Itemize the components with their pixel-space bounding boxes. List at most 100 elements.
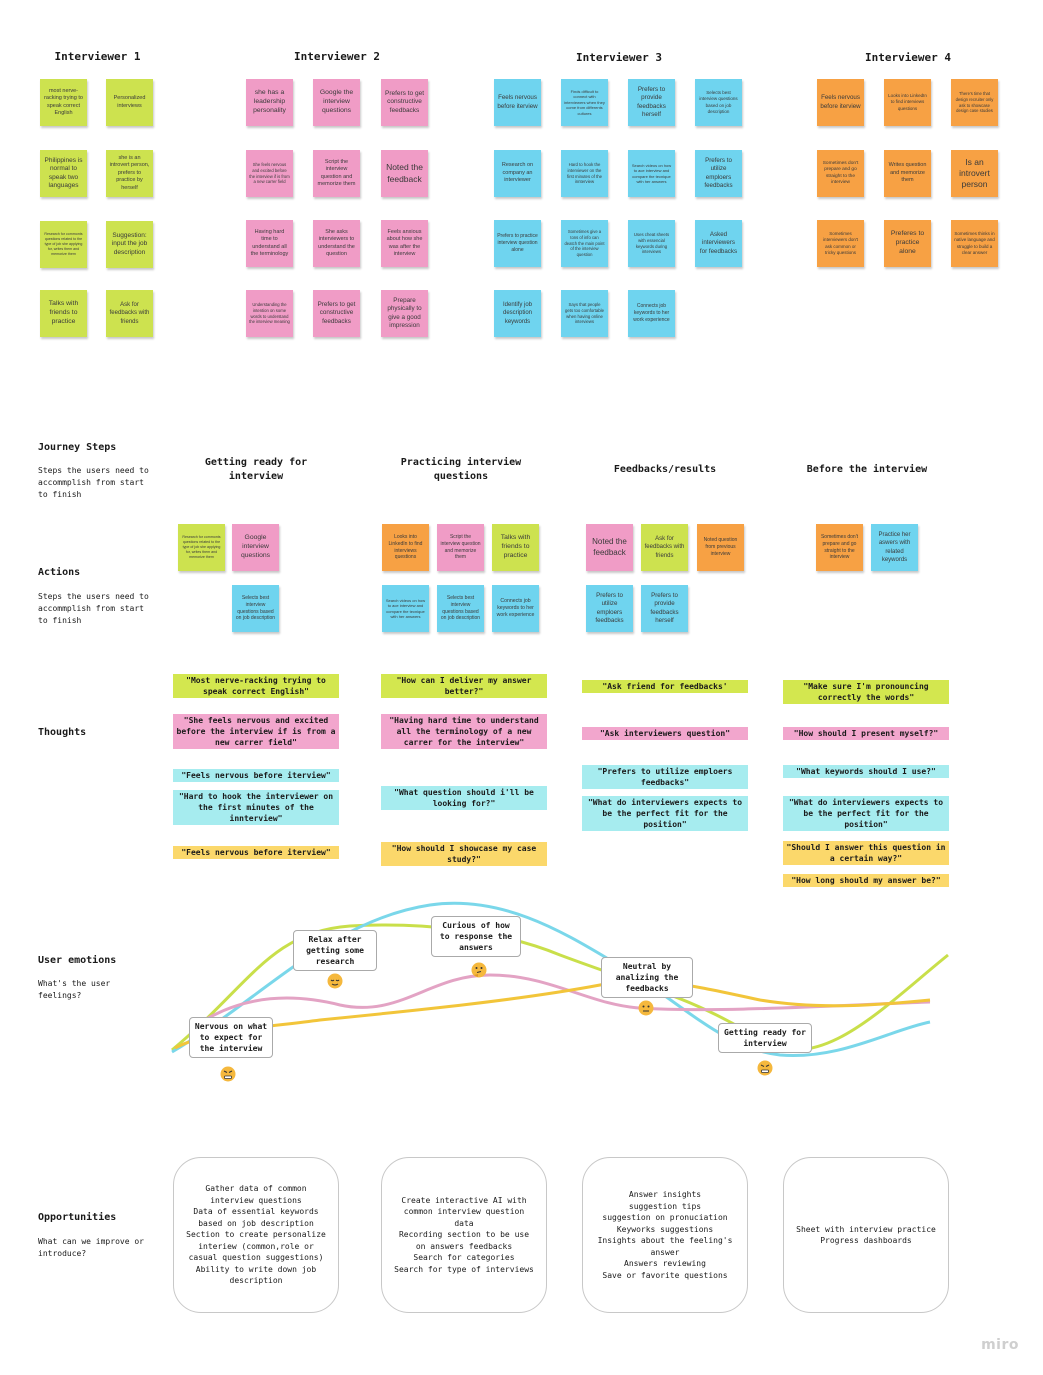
relieved-face-icon [327, 973, 343, 989]
emotion-curve-cyan [171, 901, 931, 1058]
action-sticky[interactable]: Research for commonts questions related … [178, 524, 225, 571]
sticky-note[interactable]: Research on company an interviewer [494, 150, 541, 197]
action-sticky[interactable]: Prefers to provide feedbacks herself [641, 585, 688, 632]
sticky-note[interactable]: she has a leadership personality [246, 79, 293, 126]
sticky-note[interactable]: Prefers to utilize emploers feedbacks [695, 150, 742, 197]
sticky-note[interactable]: She feels nervous and excited before the… [246, 150, 293, 197]
sticky-note[interactable]: Is an introvert person [951, 150, 998, 197]
action-sticky[interactable]: Talks with friends to practice [492, 524, 539, 571]
sticky-note[interactable]: Finds difficult to connect with intervie… [561, 79, 608, 126]
thinking-face-icon [471, 962, 487, 978]
sticky-note[interactable]: Research for commonts questions related … [40, 221, 87, 268]
journey-column-title: Practicing interview questions [400, 457, 522, 482]
sticky-note[interactable]: Personalized interviews [106, 79, 153, 126]
sticky-note[interactable]: Sometimes give a tons of info can deatch… [561, 220, 608, 267]
thought-card[interactable]: "Should I answer this question in a cert… [783, 841, 949, 865]
sticky-note[interactable]: Asked interviewers for feedbacks [695, 220, 742, 267]
sticky-note[interactable]: Sometimes interviewers don't ask common … [817, 220, 864, 267]
thought-card[interactable]: "Ask friend for feedbacks' [582, 680, 748, 693]
opportunities-title: Opportunities [38, 1212, 117, 1223]
sticky-note[interactable]: Selects best interview questions based o… [695, 79, 742, 126]
action-sticky[interactable]: Ask for feedbacks with friends [641, 524, 688, 571]
opportunity-card[interactable]: Create interactive AI with common interv… [381, 1157, 547, 1313]
sticky-note[interactable]: Prefers to get constructive feedbacks [313, 290, 360, 337]
sticky-note[interactable]: Prefers to provide feedbacks herself [628, 79, 675, 126]
sticky-note[interactable]: Identify job description keywords [494, 290, 541, 337]
action-sticky[interactable]: Prefers to utilize emploers feedbacks [586, 585, 633, 632]
thought-card[interactable]: "What do interviewers expects to be the … [783, 796, 949, 831]
sticky-note[interactable]: Talks with friends to practice [40, 290, 87, 337]
sticky-note[interactable]: Feels nervous before iterview [817, 79, 864, 126]
action-sticky[interactable]: Sometimes don't prepare and go straight … [816, 524, 863, 571]
sticky-note[interactable]: There's time that design recruiter only … [951, 79, 998, 126]
thoughts-title: Thoughts [38, 727, 87, 738]
sticky-note[interactable]: Google the interview questions [313, 79, 360, 126]
action-sticky[interactable]: Google interview questions [232, 524, 279, 571]
sticky-note[interactable]: Having hard time to understand all the t… [246, 220, 293, 267]
sticky-note[interactable]: Feels nervous before iterview [494, 79, 541, 126]
thought-card[interactable]: "How can I deliver my answer better?" [381, 674, 547, 698]
thought-card[interactable]: "Make sure I'm pronouncing correctly the… [783, 680, 949, 704]
sticky-note[interactable]: most nerve-racking trying to speak corre… [40, 79, 87, 126]
thought-card[interactable]: "How should I present myself?" [783, 727, 949, 740]
thought-card[interactable]: "How long should my answer be?" [783, 874, 949, 887]
sticky-note[interactable]: Looks into LinkedIn to find interviews q… [884, 79, 931, 126]
emotion-callout[interactable]: Nervous on what to expect for the interv… [189, 1017, 273, 1058]
action-sticky[interactable]: Script the interview question and memori… [437, 524, 484, 571]
sticky-note[interactable]: she is an introvert person, prefers to p… [106, 150, 153, 197]
sticky-note[interactable]: Suggestion: input the job description [106, 221, 153, 268]
sticky-note[interactable]: She asks interviewers to understand the … [313, 220, 360, 267]
thought-card[interactable]: "What do interviewers expects to be the … [582, 796, 748, 831]
thought-card[interactable]: "Hard to hook the interviewer on the fir… [173, 790, 339, 825]
sticky-note[interactable]: Prefers to practice interview question a… [494, 220, 541, 267]
opportunity-card[interactable]: Answer insights suggestion tips suggesti… [582, 1157, 748, 1313]
emotion-curve-green [171, 923, 949, 1052]
sticky-note[interactable]: Prepare physically to give a good impres… [381, 290, 428, 337]
sticky-note[interactable]: Search videos on how to ace interview an… [628, 150, 675, 197]
thought-card[interactable]: "Having hard time to understand all the … [381, 714, 547, 749]
emotion-callout[interactable]: Getting ready for interview [718, 1023, 812, 1053]
opportunity-card[interactable]: Gather data of common interview question… [173, 1157, 339, 1313]
action-sticky[interactable]: Practice her aswers with related keyword… [871, 524, 918, 571]
sticky-note[interactable]: Philippines is normal to speak two langu… [40, 150, 87, 197]
sticky-note[interactable]: Uses cheat sheets with essencial keyword… [628, 220, 675, 267]
opportunity-card[interactable]: Sheet with interview practice Progress d… [783, 1157, 949, 1313]
sticky-note[interactable]: Feels anxious about how she was after th… [381, 220, 428, 267]
thought-card[interactable]: "Most nerve-racking trying to speak corr… [173, 674, 339, 698]
thought-card[interactable]: "What keywords should I use?" [783, 765, 949, 778]
sticky-note[interactable]: Hard to hook the interviewer on the firs… [561, 150, 608, 197]
emotion-callout[interactable]: Curious of how to response the answers [431, 916, 521, 957]
action-sticky[interactable]: Search videos on how to ace interview an… [382, 585, 429, 632]
thought-card[interactable]: "Feels nervous before iterview" [173, 769, 339, 782]
miro-logo: miro [981, 1337, 1019, 1353]
thought-card[interactable]: "Prefers to utilize emploers feedbacks" [582, 765, 748, 789]
emotion-callout[interactable]: Relax after getting some research [293, 930, 377, 971]
thought-card[interactable]: "Feels nervous before iterview" [173, 846, 339, 859]
sticky-note[interactable]: Preferes to practice alone [884, 220, 931, 267]
thought-card[interactable]: "She feels nervous and excited before th… [173, 714, 339, 749]
sticky-note[interactable]: Prefers to get constructive feedbacks [381, 79, 428, 126]
thought-card[interactable]: "What question should i'll be looking fo… [381, 786, 547, 810]
angry-face-icon [757, 1060, 773, 1076]
sticky-note[interactable]: Sometimes don't prepare and go straight … [817, 150, 864, 197]
sticky-note[interactable]: Sometimes thinks in native language and … [951, 220, 998, 267]
journey-steps-title: Journey Steps [38, 442, 117, 453]
sticky-note[interactable]: Ask for feedbacks with friends [106, 290, 153, 337]
sticky-note[interactable]: Understanding the intention on some word… [246, 290, 293, 337]
action-sticky[interactable]: Looks into LinkedIn to find interviews q… [382, 524, 429, 571]
opportunities-subtitle: What can we improve or introduce? [38, 1237, 144, 1258]
sticky-note[interactable]: Script the interview question and memori… [313, 150, 360, 197]
sticky-note[interactable]: Connects job keywords to her work experi… [628, 290, 675, 337]
thought-card[interactable]: "How should I showcase my case study?" [381, 842, 547, 866]
action-sticky[interactable]: Noted question from previous interview [697, 524, 744, 571]
emotion-callout[interactable]: Neutral by analizing the feedbacks [601, 957, 693, 998]
action-sticky[interactable]: Noted the feedback [586, 524, 633, 571]
sticky-note[interactable]: Noted the feedback [381, 150, 428, 197]
action-sticky[interactable]: Selects best interview questions based o… [437, 585, 484, 632]
thought-card[interactable]: "Ask interviewers question" [582, 727, 748, 740]
user-emotions-title: User emotions [38, 955, 117, 966]
action-sticky[interactable]: Selects best interview questions based o… [232, 585, 279, 632]
action-sticky[interactable]: Connects job keywords to her work experi… [492, 585, 539, 632]
sticky-note[interactable]: Says that people gets too comfortable wh… [561, 290, 608, 337]
sticky-note[interactable]: Writes question and memorize them [884, 150, 931, 197]
